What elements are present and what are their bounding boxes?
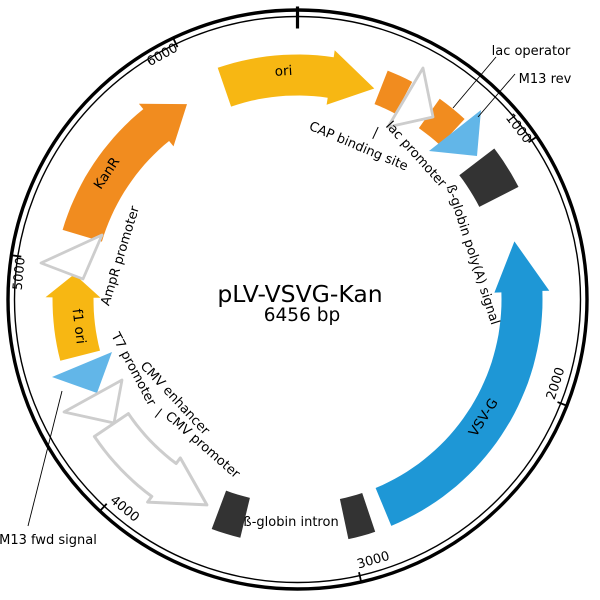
m13-rev-triangle — [429, 110, 481, 156]
tick-1000 — [528, 135, 538, 144]
label-lac-operator: lac operator — [492, 44, 571, 59]
t7-promoter-triangle — [62, 378, 124, 425]
callout-m13-rev — [477, 73, 516, 118]
kanr-arrow — [62, 103, 187, 242]
separator-cmv: / — [154, 406, 164, 422]
tick-6000 — [172, 37, 179, 48]
f1-ori-arrow-label: f1 ori — [69, 308, 89, 345]
tick-4000 — [98, 503, 108, 513]
ori-arrow-label: ori — [274, 63, 293, 80]
callout-m13-fwd — [27, 390, 63, 527]
tick-label-5000: 5000 — [11, 257, 29, 291]
ori-arrow — [217, 50, 375, 107]
label-bglobin-polya: ß-globin poly(A) signal — [443, 183, 502, 327]
callout-lac-operator — [452, 56, 497, 109]
f1-ori-arrow — [45, 274, 101, 361]
lac-promoter-triangle — [386, 66, 435, 129]
label-m13-fwd: M13 fwd signal — [0, 533, 97, 548]
plasmid-size: 6456 bp — [264, 305, 340, 326]
bglobin-polya-block — [459, 148, 519, 207]
bglobin-intron-mark-left — [211, 490, 250, 538]
label-m13-rev: M13 rev — [519, 72, 572, 87]
separator-lac: | — [370, 125, 380, 140]
cmv-promoter-arrow — [92, 412, 209, 507]
tick-3000 — [358, 571, 363, 583]
cap-binding-site-block — [374, 70, 413, 114]
vsvg-arrow — [375, 241, 550, 526]
label-bglobin-intron: ß-globin intron — [243, 515, 338, 530]
tick-label-2000: 2000 — [544, 366, 568, 402]
plasmid-title: pLV-VSVG-Kan — [217, 280, 382, 308]
lac-operator-block — [418, 98, 465, 146]
tick-5000 — [10, 254, 22, 258]
m13-fwd-triangle — [52, 352, 112, 393]
tick-2000 — [557, 401, 568, 407]
ampr-promoter-triangle — [39, 233, 104, 281]
bglobin-intron-mark-right — [339, 493, 376, 540]
